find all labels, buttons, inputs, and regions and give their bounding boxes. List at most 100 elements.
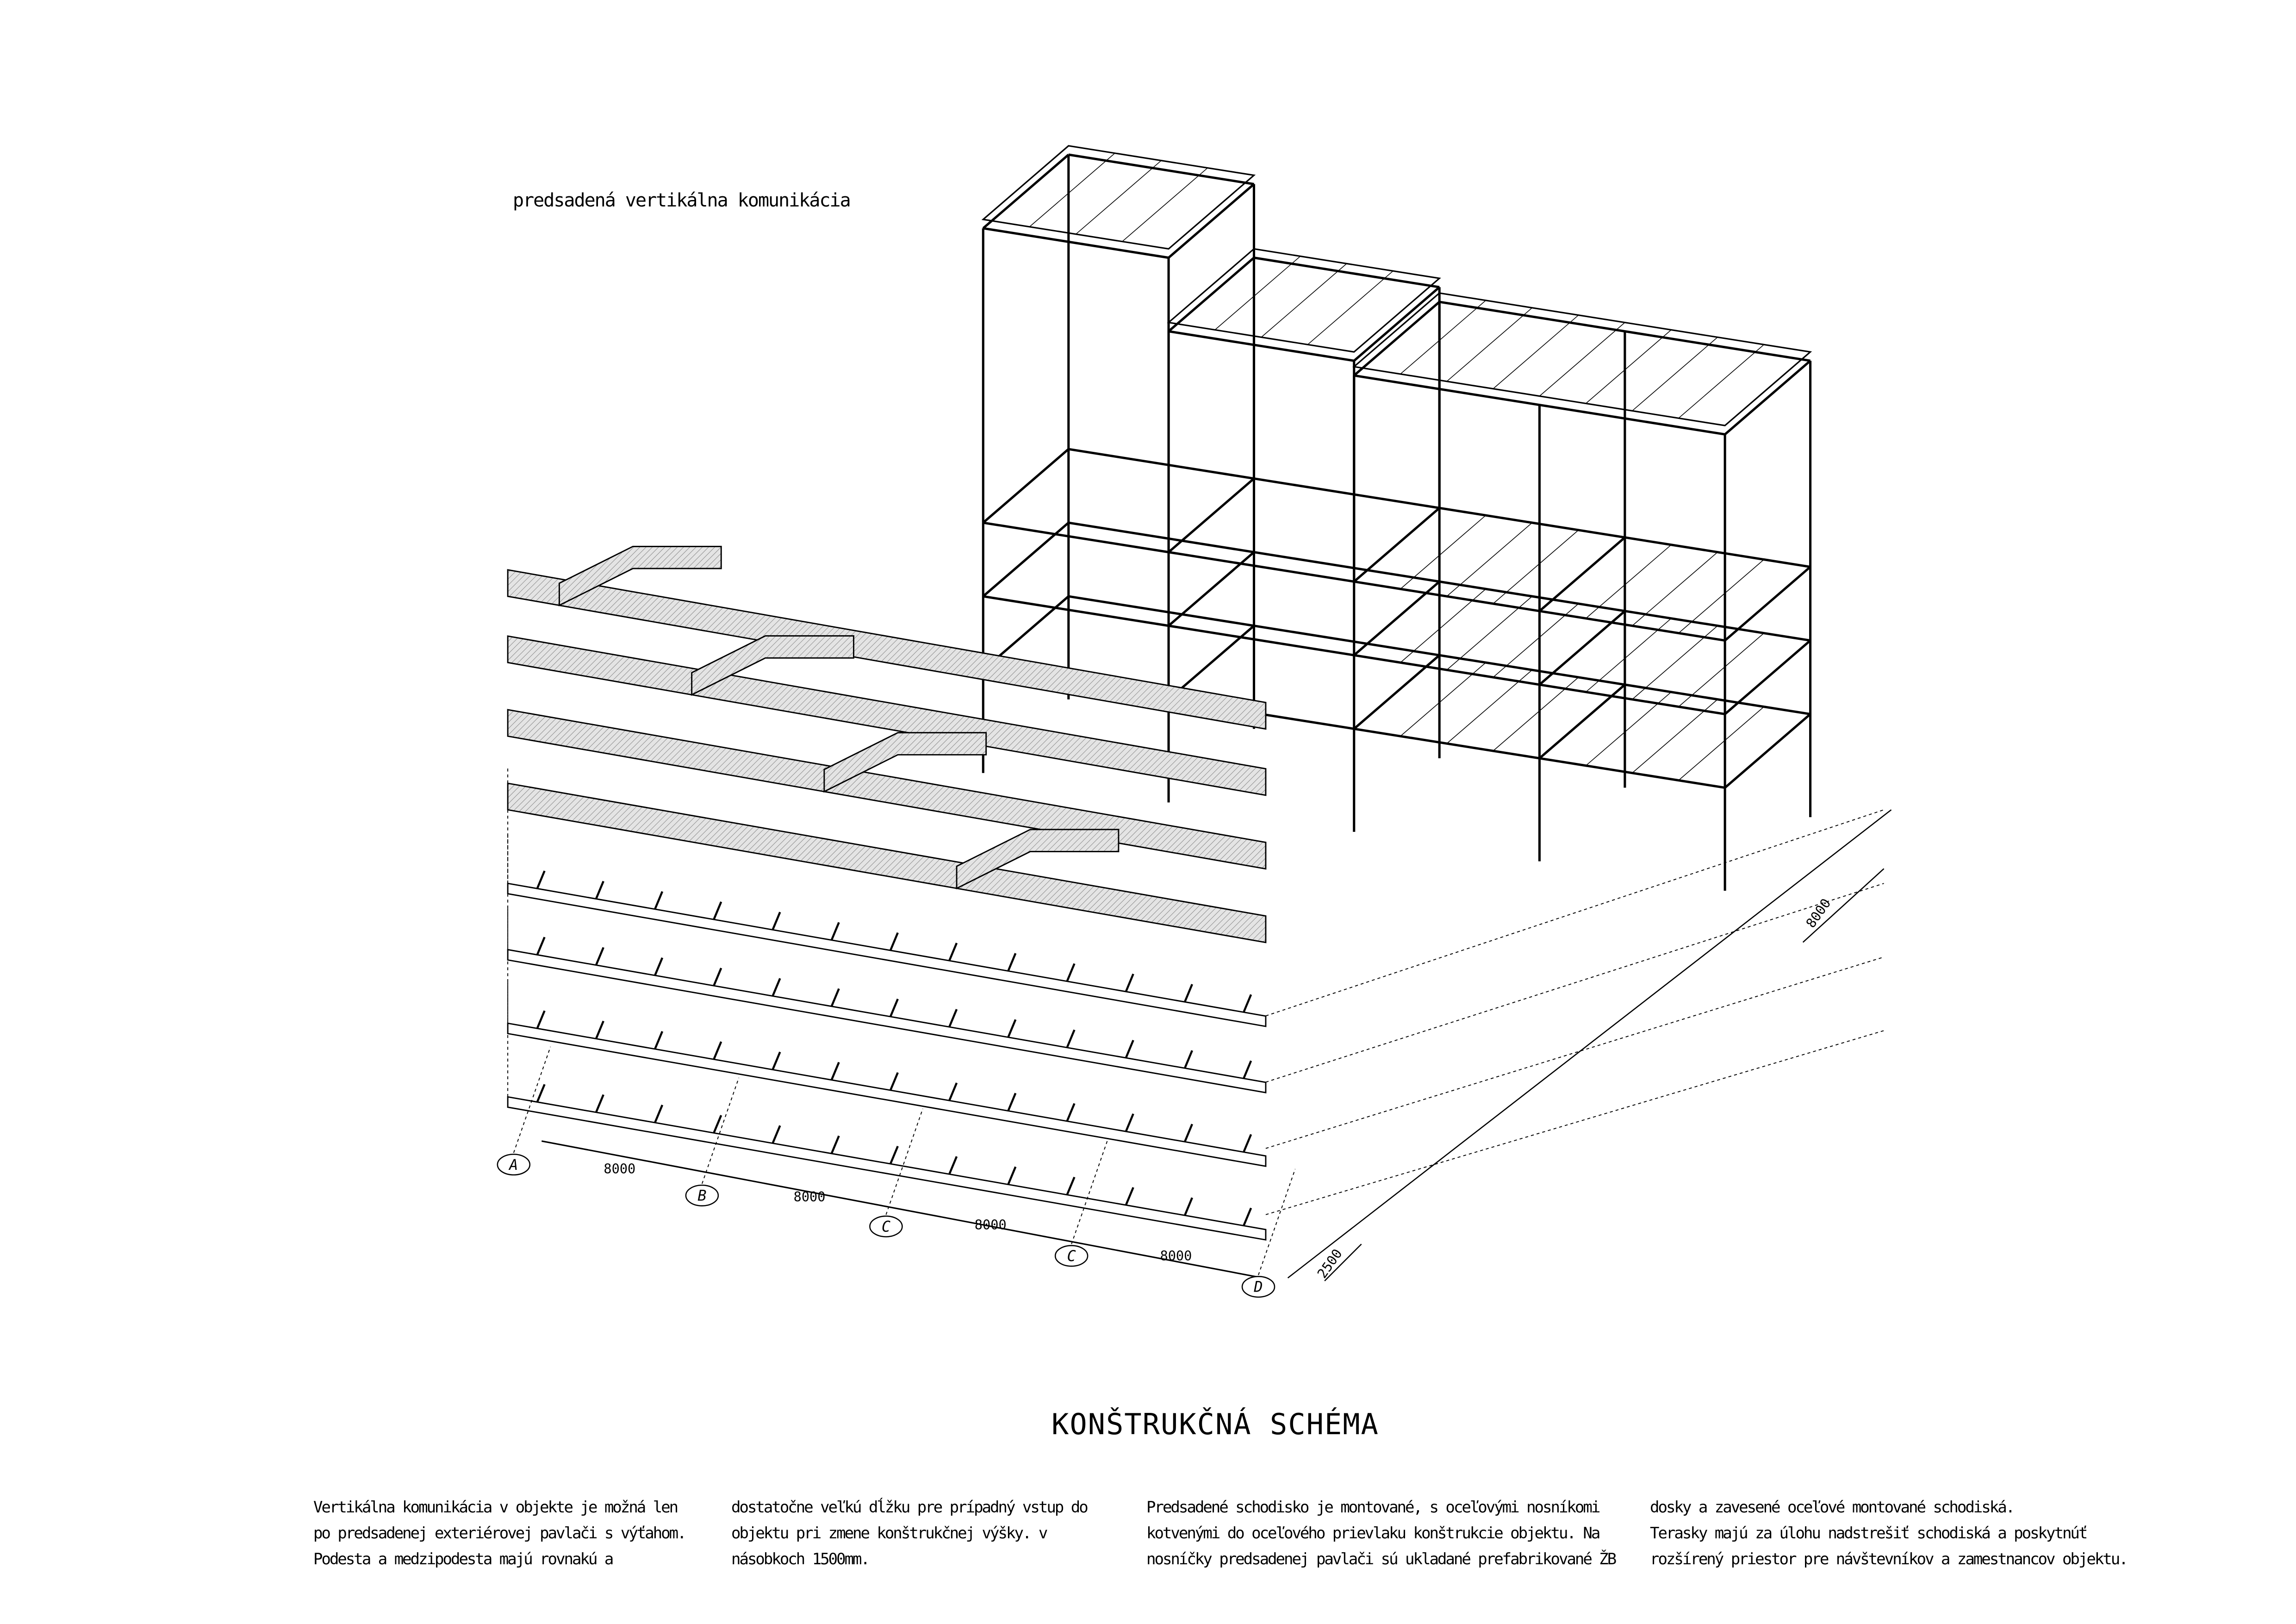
gallery-bracket — [1125, 1113, 1134, 1132]
axis-line — [1258, 1168, 1296, 1275]
gallery-bracket — [1243, 1060, 1252, 1079]
depth-dimension-line — [1287, 809, 1892, 1279]
gallery-bracket — [948, 1009, 958, 1028]
gallery-bracket — [948, 1082, 958, 1101]
roof-beam — [1168, 330, 1355, 362]
gallery-bracket — [1183, 1197, 1193, 1216]
text-line: kotvenými do oceľového prievlaku konštru… — [1146, 1524, 1600, 1543]
roof-beam — [982, 154, 1070, 230]
bay-dimension-label: 8000 — [794, 1189, 826, 1205]
roof-slab-joint — [1678, 344, 1764, 418]
axis-bubble — [685, 1184, 719, 1206]
roof-beam — [1353, 286, 1440, 362]
page-title: KONŠTRUKČNÁ SCHÉMA — [1052, 1407, 1379, 1441]
floor-slab-joint — [1400, 515, 1486, 589]
gallery-bracket — [595, 1020, 604, 1039]
axis-bubble — [1241, 1276, 1276, 1298]
floor-beam — [983, 595, 1725, 716]
axis-line — [885, 1108, 923, 1215]
axis-line — [1071, 1138, 1109, 1244]
floor-slab-joint — [1678, 706, 1764, 781]
axis-label: C — [1067, 1248, 1076, 1265]
floor-slab-joint — [1586, 544, 1672, 619]
gallery-bracket — [536, 870, 546, 889]
roof-slab — [1167, 248, 1441, 353]
gallery-bracket — [772, 1051, 781, 1070]
roof-slab-joint — [1122, 168, 1208, 242]
roof-slab-joint — [1076, 160, 1162, 235]
gallery-dimension-line — [1324, 1243, 1362, 1281]
text-column-4: dosky a zavesené oceľové montované schod… — [1650, 1494, 2128, 1572]
gallery-bracket — [654, 1104, 664, 1123]
text-line: rozšírený priestor pre návštevníkov a za… — [1650, 1550, 2128, 1568]
roof-slab-joint — [1493, 315, 1579, 389]
staircase-flight — [823, 732, 987, 793]
roof-beam — [983, 227, 1169, 259]
axis-bubble — [497, 1154, 531, 1176]
text-line: Predsadené schodisko je montované, s oce… — [1146, 1498, 1600, 1517]
gallery-bracket — [889, 999, 899, 1017]
gallery-bracket — [1125, 973, 1134, 992]
staircase-flight — [956, 829, 1120, 890]
gallery-bracket — [1125, 1187, 1134, 1206]
gallery-bracket — [889, 932, 899, 951]
gallery-slab — [507, 949, 1267, 1093]
gallery-bracket — [1183, 1124, 1193, 1143]
gallery-bracket — [1243, 1207, 1252, 1226]
gallery-bracket — [1007, 1093, 1017, 1112]
roof-slab-joint — [1261, 263, 1347, 338]
staircase-flight — [559, 545, 722, 606]
gallery-bracket — [772, 978, 781, 997]
gallery-structure — [507, 545, 1267, 1241]
text-line: objektu pri zmene konštrukčnej výšky. v — [731, 1524, 1048, 1543]
drawing-subtitle: predsadená vertikálna komunikácia — [513, 190, 851, 211]
gallery-bracket — [536, 1010, 546, 1029]
roof-slab-joint — [1632, 337, 1718, 412]
depth-dimension-tick — [1802, 868, 1885, 943]
floor-slab-joint — [1724, 640, 1811, 715]
gallery-bracket — [830, 1135, 840, 1154]
text-line: Terasky majú za úlohu nadstrešiť schodis… — [1650, 1524, 2088, 1543]
gallery-bracket — [595, 881, 604, 899]
gallery-bracket — [1243, 1134, 1252, 1153]
roof-beam — [1254, 256, 1440, 288]
gallery-bracket — [1183, 984, 1193, 1003]
roof-beam — [1724, 360, 1811, 436]
gallery-bracket — [1066, 1103, 1076, 1122]
balustrade-mesh — [507, 569, 1267, 730]
bay-dimension-label: 8000 — [975, 1217, 1007, 1233]
projection-line — [1265, 809, 1884, 1017]
text-column-1: Vertikálna komunikácia v objekte je možn… — [313, 1494, 687, 1572]
roof-slab — [981, 145, 1256, 250]
floor-slab-joint — [1446, 522, 1533, 597]
roof-beam — [1168, 256, 1255, 332]
text-line: dosky a zavesené oceľové montované schod… — [1650, 1498, 2015, 1517]
floor-slab-joint — [1493, 530, 1579, 604]
roof-slab-joint — [1586, 329, 1672, 404]
gallery-bracket — [1243, 994, 1252, 1013]
roof-beam — [1068, 153, 1254, 186]
text-line: nosníčky predsadenej pavlači sú ukladané… — [1146, 1550, 1617, 1568]
staircase-flight — [691, 635, 854, 696]
gallery-bracket — [1125, 1040, 1134, 1058]
gallery-bracket — [713, 1041, 722, 1060]
gallery-bracket — [1183, 1050, 1193, 1069]
gallery-slab — [507, 1022, 1267, 1167]
floor-slab-joint — [1724, 566, 1811, 641]
roof-slab-joint — [1029, 153, 1115, 227]
bay-dimension-label: 8000 — [1160, 1248, 1192, 1263]
gallery-bracket — [536, 937, 546, 956]
roof-slab-joint — [1446, 307, 1533, 382]
text-line: po predsadenej exteriérovej pavlači s vý… — [313, 1524, 687, 1543]
gallery-bracket — [713, 901, 722, 920]
floor-beam — [1168, 477, 1255, 553]
gallery-bracket — [889, 1072, 899, 1091]
axis-bubble — [869, 1215, 903, 1237]
gallery-bracket — [595, 1094, 604, 1113]
gallery-bracket — [948, 943, 958, 962]
gallery-bracket — [654, 1031, 664, 1049]
roof-beam — [1168, 183, 1255, 259]
axis-line — [702, 1077, 740, 1184]
